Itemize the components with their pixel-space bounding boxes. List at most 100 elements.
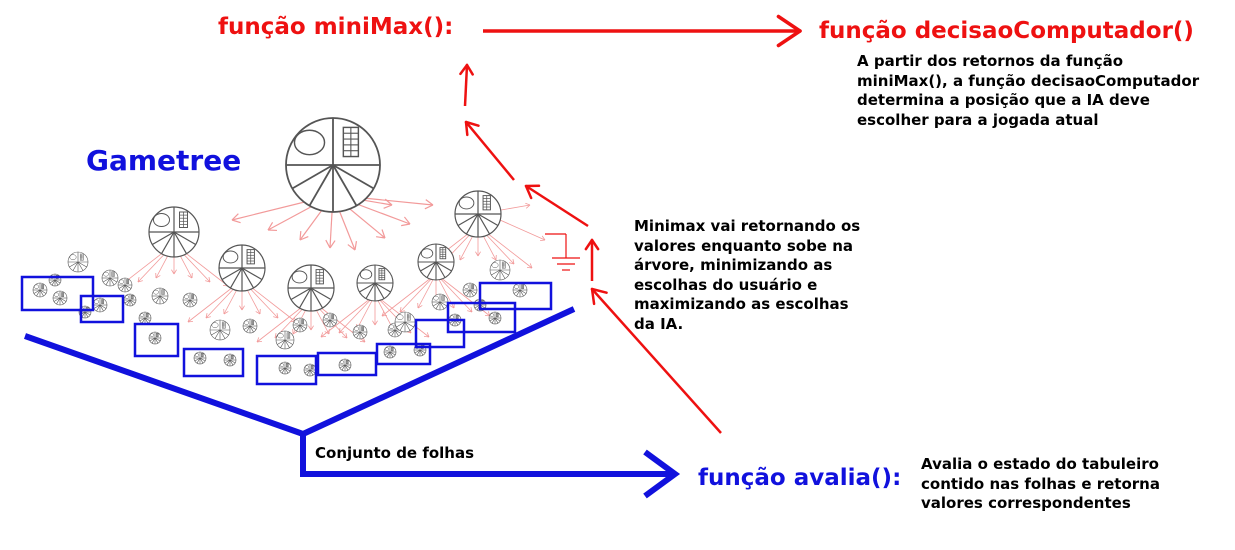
board-node-spoke <box>243 325 251 330</box>
board-node-spoke <box>214 329 221 339</box>
board-node-spoke <box>36 289 41 297</box>
tree-edge-arrowhead <box>383 204 393 209</box>
board-node-spoke <box>329 319 334 327</box>
board-node <box>32 282 48 298</box>
board-node-spoke <box>516 289 521 297</box>
board-node <box>278 361 292 375</box>
tree-edge-arrowhead <box>449 305 455 309</box>
board-node <box>488 311 502 325</box>
board-node-spoke <box>189 299 194 307</box>
board-node-spoke <box>154 337 159 344</box>
board-node-spoke <box>341 364 346 371</box>
board-node-spoke <box>99 304 107 309</box>
board-node-spoke <box>394 329 399 337</box>
board-node-spoke <box>155 295 161 304</box>
tree-edge-arrowhead <box>345 333 348 339</box>
tree-edge-arrowhead <box>187 321 194 323</box>
board-node-oval <box>244 320 249 325</box>
board-node-spoke <box>404 321 414 328</box>
board-node-spoke <box>439 301 448 307</box>
tree-edge-arrowhead <box>256 341 263 343</box>
board-node-oval <box>69 254 77 261</box>
board-node-spoke <box>219 329 226 339</box>
board-node-spoke <box>499 269 506 279</box>
board-node-spoke <box>173 231 196 246</box>
leaf-to-avalia-arrow <box>300 434 675 477</box>
board-node-spoke <box>386 351 391 358</box>
board-node-spoke <box>463 289 471 294</box>
board-node-spoke <box>494 317 499 324</box>
board-node-spoke <box>221 267 243 281</box>
board-node-spoke <box>189 299 197 304</box>
decisao-description-line: escolher para a jogada atual <box>857 110 1099 129</box>
board-node-spoke <box>69 261 79 268</box>
tree-edge-arrowhead <box>424 204 434 210</box>
board-node-spoke <box>293 324 301 329</box>
tree-edge-arrowhead <box>239 305 243 311</box>
board-node-oval <box>139 313 145 317</box>
board-node-spoke <box>229 359 236 364</box>
tree-edge-arrowhead <box>475 251 479 257</box>
tree-edge-arrowhead <box>417 305 423 309</box>
board-node <box>489 259 511 281</box>
minimax-description-line: Minimax vai retornando os <box>634 217 861 235</box>
tree-edge-arrowhead <box>241 305 245 311</box>
board-node-spoke <box>374 282 391 293</box>
tree-edge-arrowhead <box>137 277 140 283</box>
board-node-spoke <box>241 267 255 289</box>
board-node-oval <box>194 353 200 357</box>
board-node-spoke <box>183 299 191 304</box>
board-node-spoke <box>494 269 501 279</box>
board-node-spoke <box>394 329 402 334</box>
tree-edge-arrow <box>381 273 437 317</box>
board-node-spoke <box>102 277 111 283</box>
board-node-spoke <box>519 289 527 294</box>
board-node-spoke <box>277 339 286 345</box>
board-node-spoke <box>426 261 437 278</box>
board-node-spoke <box>439 301 445 310</box>
return-arrowhead <box>465 63 474 76</box>
tree-edge-arrowhead <box>276 313 279 319</box>
tree-edge-arrowhead <box>509 262 515 265</box>
board-node-spoke <box>109 277 115 286</box>
board-node-spoke <box>399 321 406 331</box>
tree-edge-arrowhead <box>205 280 211 283</box>
tree-edge-arrowhead <box>208 277 211 283</box>
board-node-spoke <box>457 213 479 227</box>
board-node-spoke <box>513 289 521 294</box>
board-node <box>512 282 528 298</box>
board-node-spoke <box>194 357 201 362</box>
board-node-spoke <box>249 325 257 330</box>
board-node-spoke <box>126 299 131 306</box>
board-node-spoke <box>139 317 146 322</box>
board-node-spoke <box>310 287 324 309</box>
board-node-spoke <box>499 269 509 276</box>
board-node <box>275 330 295 350</box>
tree-edge-arrow <box>320 294 376 338</box>
board-node-spoke <box>389 351 396 356</box>
tree-edge-arrowhead <box>320 332 324 338</box>
board-node <box>394 311 416 333</box>
avalia-description-line: valores correspondentes <box>921 494 1131 512</box>
board-node-spoke <box>279 367 286 372</box>
return-arrowhead <box>584 238 594 251</box>
leaf-highlight-box <box>79 294 125 324</box>
return-arrowhead <box>776 29 802 48</box>
board-node-oval <box>119 279 124 284</box>
tree-edge-arrowhead <box>205 316 211 319</box>
board-node-oval <box>294 319 299 324</box>
board-node-spoke <box>404 321 411 331</box>
tree-edge-arrowhead <box>338 331 344 334</box>
tree-edge-arrowhead <box>381 229 386 239</box>
board-node-spoke <box>296 324 301 332</box>
board-node-spoke <box>229 359 234 366</box>
board-node-oval <box>153 213 170 227</box>
return-arrow <box>465 121 515 181</box>
tree-edge-arrowhead <box>425 199 434 206</box>
board-node-spoke <box>99 304 104 312</box>
board-node-spoke <box>77 261 87 268</box>
tree-edge-arrowhead <box>384 198 393 206</box>
board-node-spoke <box>469 289 474 297</box>
board-node <box>322 312 338 328</box>
